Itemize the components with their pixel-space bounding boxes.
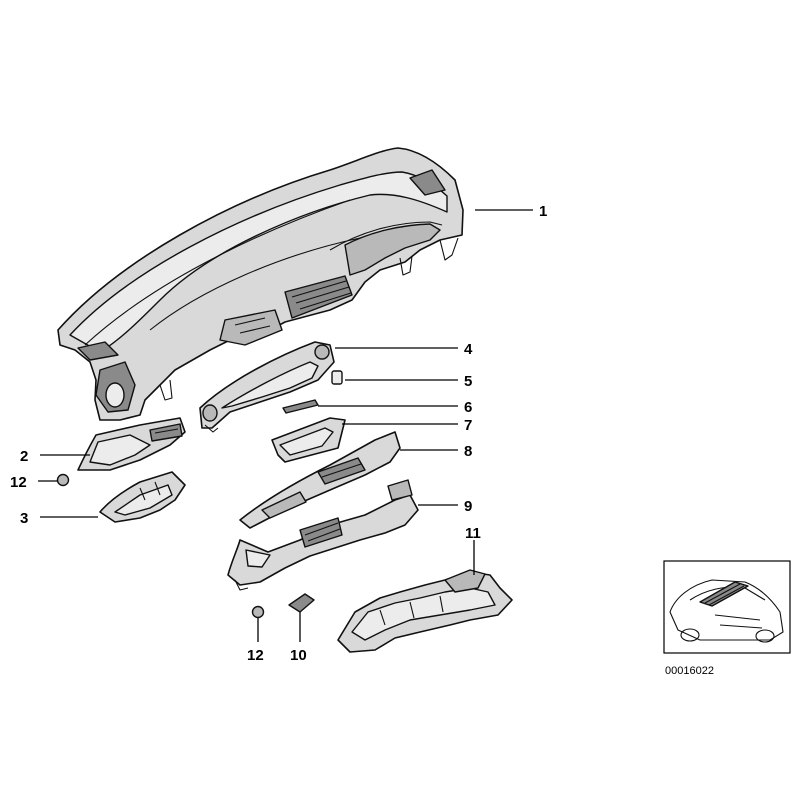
callout-10: 10 [290, 647, 307, 664]
part-6-bracket[interactable] [282, 399, 319, 414]
part-1-dashboard[interactable] [57, 147, 464, 421]
callout-1: 1 [539, 203, 547, 220]
callout-12-lower: 12 [247, 647, 264, 664]
part-4-instrument-panel-trim[interactable] [199, 341, 335, 433]
callout-6: 6 [464, 399, 472, 416]
document-number: 00016022 [665, 665, 714, 677]
callout-8: 8 [464, 443, 472, 460]
part-2-side-trim[interactable] [77, 417, 186, 471]
callout-4: 4 [464, 341, 473, 358]
part-11-undertray[interactable] [337, 569, 513, 653]
part-12-cap-lower[interactable] [251, 605, 265, 619]
callout-7: 7 [464, 417, 472, 434]
callout-5: 5 [464, 373, 472, 390]
part-5-clip[interactable] [331, 370, 343, 385]
part-7-center-trim[interactable] [271, 417, 346, 463]
callout-3: 3 [20, 510, 28, 527]
locator-thumbnail [663, 560, 791, 654]
leader-lines [38, 209, 533, 642]
part-9-center-console-lower[interactable] [227, 479, 419, 591]
part-3-lower-trim[interactable] [99, 471, 186, 523]
callout-12-upper: 12 [10, 474, 27, 491]
callout-9: 9 [464, 498, 472, 515]
part-8-center-console-upper[interactable] [239, 431, 401, 529]
part-12-cap-upper[interactable] [56, 473, 70, 487]
part-10-cover[interactable] [288, 593, 315, 613]
callout-2: 2 [20, 448, 28, 465]
callout-11: 11 [465, 525, 481, 542]
